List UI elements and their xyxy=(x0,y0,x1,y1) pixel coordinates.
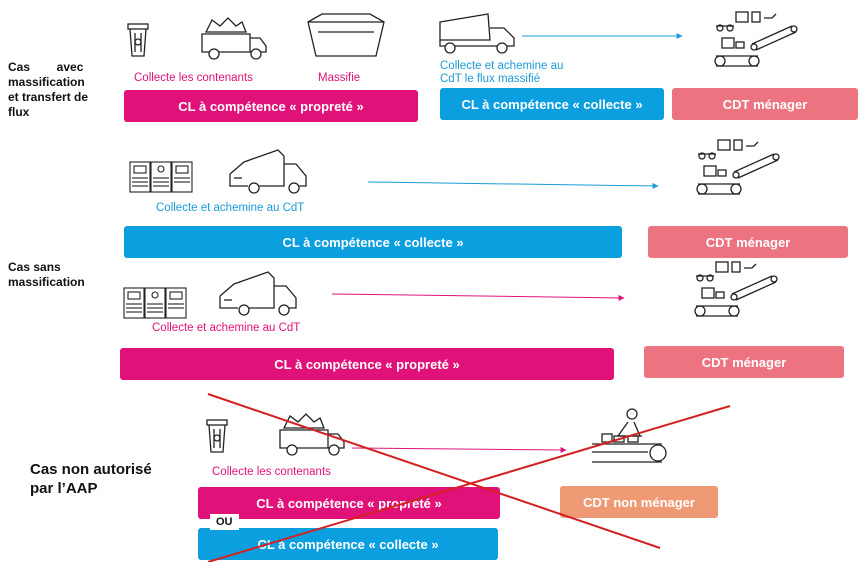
case-label-line: flux xyxy=(8,105,30,119)
dump-truck-icon xyxy=(439,13,515,54)
flow-arrow xyxy=(367,181,659,189)
case-label-non-autorise: Cas non autorisé par l’AAP xyxy=(30,460,152,498)
flow-arrow xyxy=(351,446,567,453)
container-bins-icon xyxy=(129,161,193,193)
bar-cdt-menager: CDT ménager xyxy=(672,88,858,120)
bar-cl-collecte: CL à compétence « collecte » xyxy=(198,528,498,560)
case-label-line: Cas non autorisé xyxy=(30,461,152,478)
bar-cl-proprete: CL à compétence « propreté » xyxy=(198,487,500,519)
delivery-truck-icon xyxy=(219,271,297,316)
bar-cl-proprete: CL à compétence « propreté » xyxy=(120,348,614,380)
flow-arrow xyxy=(331,293,625,301)
trash-bin-icon xyxy=(206,419,228,453)
caption-collecte-contenants: Collecte les contenants xyxy=(134,72,253,84)
ou-label: OU xyxy=(210,514,239,530)
bar-cdt-menager: CDT ménager xyxy=(644,346,844,378)
case-label-line: massification xyxy=(8,275,85,289)
red-cross-line xyxy=(207,405,731,562)
delivery-truck-icon xyxy=(229,149,307,194)
caption-massifie: Massifie xyxy=(318,72,361,84)
garbage-truck-icon xyxy=(279,413,345,456)
case-label-line: massification xyxy=(8,75,85,89)
bar-cl-collecte: CL à compétence « collecte » xyxy=(440,88,664,120)
case-label-massification: Cas avec massification et transfert de f… xyxy=(8,60,108,120)
trash-bin-icon xyxy=(127,23,149,57)
red-cross-line xyxy=(207,393,661,549)
container-bins-icon xyxy=(123,287,187,319)
caption-collecte-contenants: Collecte les contenants xyxy=(212,466,331,478)
caption-collecte-achemine-flux-line2: CdT le flux massifié xyxy=(440,73,541,85)
case-label-line: Cas avec xyxy=(8,60,84,74)
garbage-truck-icon xyxy=(201,17,267,60)
case-label-line: par l’AAP xyxy=(30,480,98,497)
bar-cl-collecte: CL à compétence « collecte » xyxy=(124,226,622,258)
sorting-conveyor-icon xyxy=(714,11,798,67)
sorting-conveyor-icon xyxy=(694,261,778,317)
dumpster-icon xyxy=(307,13,385,57)
caption-collecte-achemine-cdt: Collecte et achemine au CdT xyxy=(152,322,301,334)
bar-cdt-non-menager: CDT non ménager xyxy=(560,486,718,518)
bar-cdt-menager: CDT ménager xyxy=(648,226,848,258)
case-label-sans-massification: Cas sans massification xyxy=(8,260,85,290)
caption-collecte-achemine-flux-line1: Collecte et achemine au xyxy=(440,60,564,72)
case-label-line: Cas sans xyxy=(8,260,61,274)
caption-collecte-achemine-cdt: Collecte et achemine au CdT xyxy=(156,202,305,214)
bar-cl-proprete: CL à compétence « propreté » xyxy=(124,90,418,122)
case-label-line: et transfert de xyxy=(8,90,89,104)
sorting-conveyor-icon xyxy=(696,139,780,195)
